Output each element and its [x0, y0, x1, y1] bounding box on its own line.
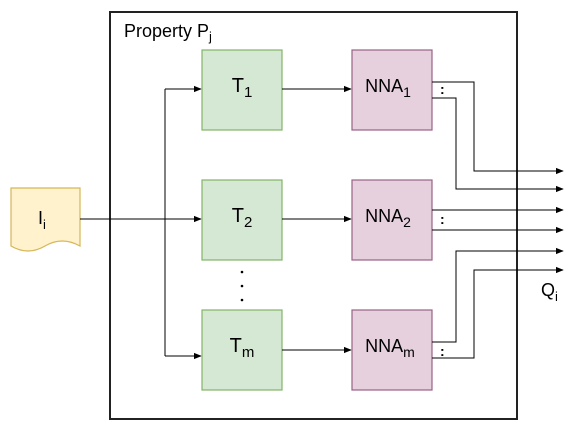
transform-label-2: T2 — [232, 205, 253, 231]
transform-box-1 — [201, 49, 283, 131]
transform-label-m: Tm — [230, 335, 255, 361]
vertical-ellipsis — [240, 270, 244, 302]
nnam-colon: : — [440, 343, 445, 359]
input-document — [10, 187, 81, 252]
nnam-output-bottom — [432, 266, 564, 359]
nna1-colon: : — [440, 81, 445, 97]
nna-label-1: NNA1 — [365, 76, 411, 100]
output-label: Qi — [541, 280, 558, 304]
nna-box-2 — [351, 179, 433, 261]
property-container — [109, 11, 518, 420]
property-title: Property Pj — [124, 21, 212, 44]
nna1-output-bottom — [432, 97, 564, 193]
nna1-output-top — [432, 81, 564, 175]
transform-box-m — [201, 309, 283, 391]
nna-label-m: NNAm — [365, 336, 415, 360]
transform-box-2 — [201, 179, 283, 261]
nna-box-m — [351, 309, 433, 391]
nna-box-1 — [351, 49, 433, 131]
transform-label-1: T1 — [232, 75, 253, 101]
nna-label-2: NNA2 — [365, 206, 411, 230]
input-label: Ii — [38, 208, 46, 232]
nnam-output-top — [432, 247, 564, 343]
nna2-colon: : — [440, 211, 445, 227]
